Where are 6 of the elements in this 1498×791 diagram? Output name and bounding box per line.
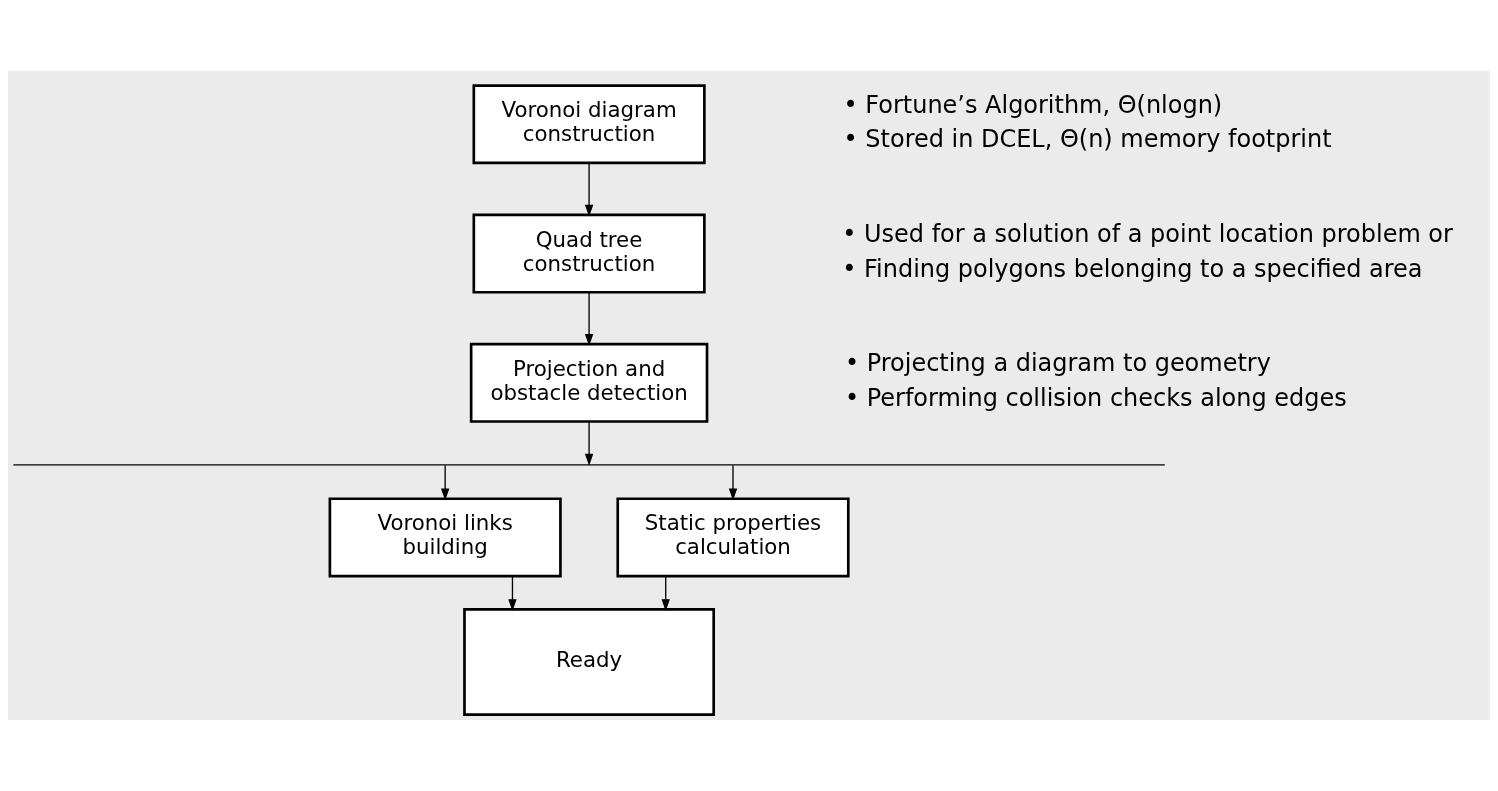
node-label: • Fortune’s Algorithm, Θ(nlogn) <box>843 90 1223 119</box>
node-label: • Used for a solution of a point location problem or <box>842 220 1453 249</box>
node-label: • Performing collision checks along edges <box>844 384 1347 413</box>
node-label: • Projecting a diagram to geometry <box>844 349 1271 378</box>
node-label: • Finding polygons belonging to a specified area <box>842 254 1423 283</box>
node-label: • Stored in DCEL, Θ(n) memory footprint <box>843 125 1332 154</box>
